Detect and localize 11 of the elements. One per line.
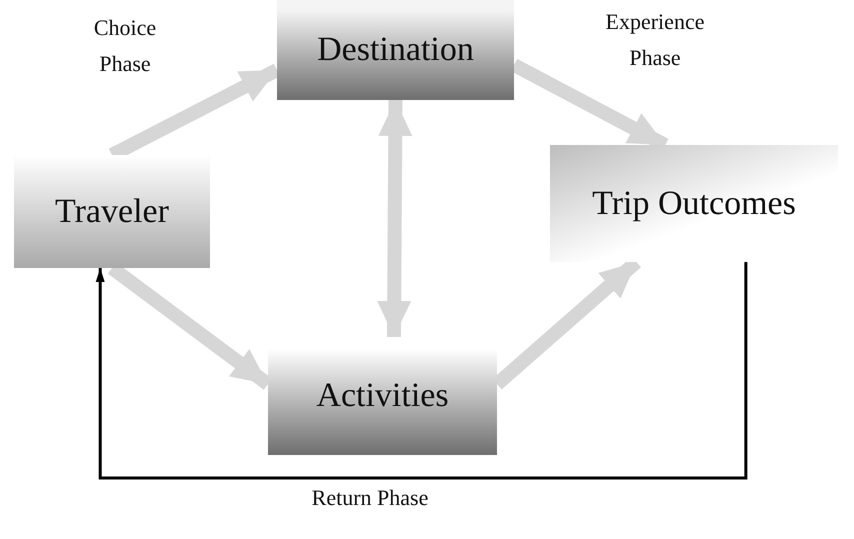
edge-label: Experience Phase [604,8,706,72]
box-label: Destination [317,31,474,69]
arrow [96,262,748,480]
box-label: Traveler [55,192,169,230]
edge-label: Choice Phase [92,14,158,78]
box-label: Trip Outcomes [592,184,796,222]
process-box [14,155,210,268]
edge-label: Return Phase [310,484,430,512]
process-box [277,0,514,100]
arrow [377,100,412,338]
box-label: Activities [316,377,449,415]
